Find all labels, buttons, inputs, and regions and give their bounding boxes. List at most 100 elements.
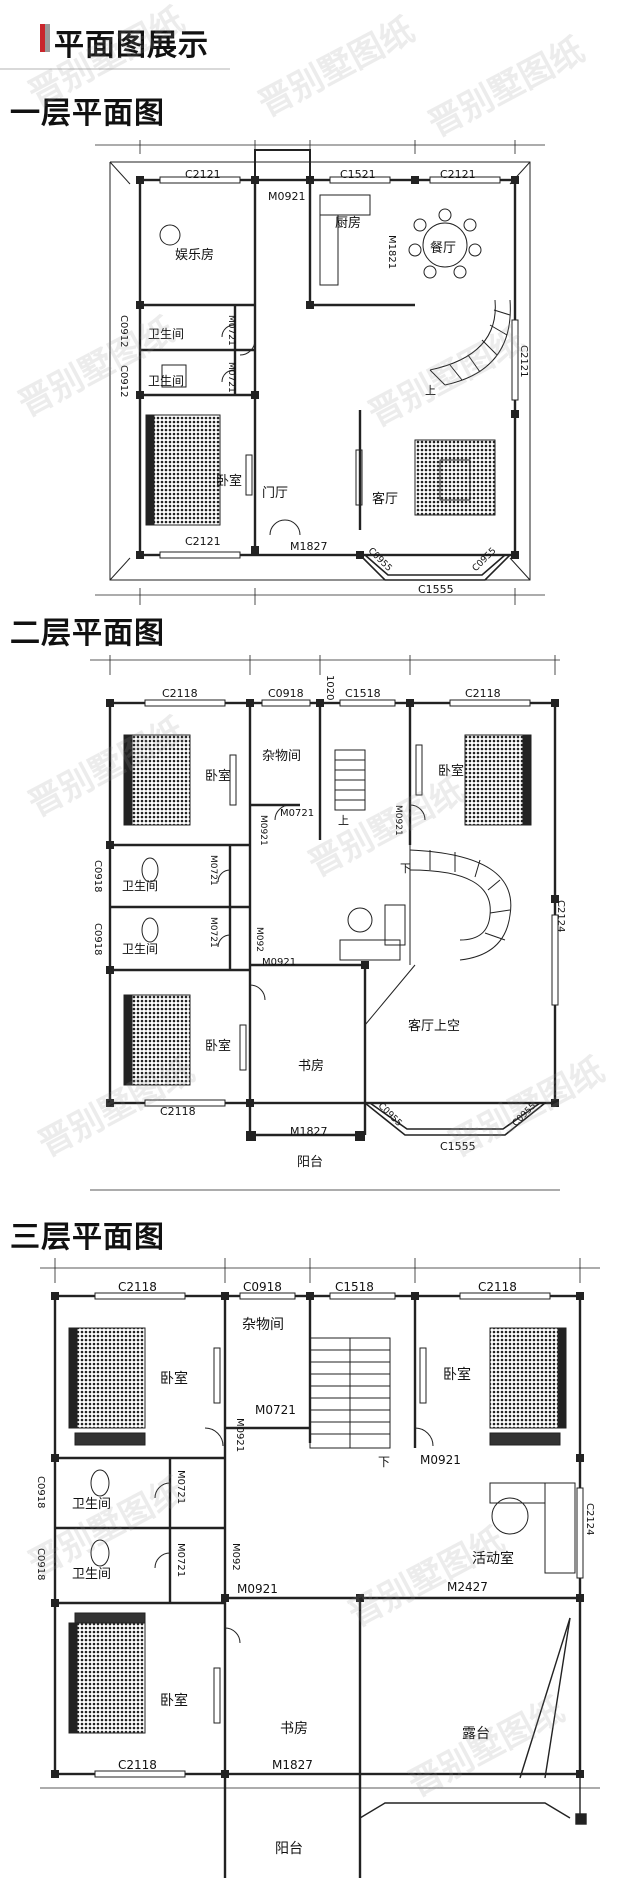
f1-door-foyer: M1827 xyxy=(290,540,328,553)
floor1-columns xyxy=(136,176,519,559)
f2-room-wc1: 卫生间 xyxy=(122,879,159,893)
f3-door-balcony: M1827 xyxy=(272,1758,313,1772)
f3-win-left-wc2: C0918 xyxy=(35,1548,46,1581)
f1-room-foyer: 门厅 xyxy=(262,486,289,501)
header-divider xyxy=(0,68,230,70)
title-accent-bar xyxy=(40,24,45,52)
f3-room-bed-tl: 卧室 xyxy=(160,1371,188,1387)
floor1-entry-bump xyxy=(254,149,311,180)
f2-door-balcony: M1827 xyxy=(290,1125,328,1138)
f2-win-top-mid1: C0918 xyxy=(268,687,304,700)
floor3-title: 三层平面图 xyxy=(10,1220,165,1255)
f2-room-bed-tr: 卧室 xyxy=(438,764,465,779)
f1-room-living: 客厅 xyxy=(372,492,399,507)
floor3-plan xyxy=(40,1258,600,1878)
floor2-labels: C2118 C0918 1020 C1518 C2118 卧室 杂物间 卧室 M… xyxy=(0,655,640,1205)
f1-win-top-mid: C1521 xyxy=(340,168,376,181)
f3-room-activity: 活动室 xyxy=(472,1551,514,1567)
f3-room-terrace: 露台 xyxy=(462,1726,490,1742)
title-accent-bar-grey xyxy=(45,24,50,52)
f3-win-top-left: C2118 xyxy=(118,1280,157,1294)
f3-door-bed-right: M0921 xyxy=(420,1453,461,1467)
f3-room-storage: 杂物间 xyxy=(242,1317,284,1333)
f1-room-wc2: 卫生间 xyxy=(148,374,185,388)
f2-door-wc2: M0721 xyxy=(208,917,218,948)
f2-win-right: C2124 xyxy=(555,900,566,933)
f3-room-wc2: 卫生间 xyxy=(72,1567,112,1582)
f1-win-bottom-left: C2121 xyxy=(185,535,221,548)
f1-win-left-wc1: C0912 xyxy=(118,315,129,348)
f2-door-bed-left: M0921 xyxy=(258,815,268,846)
f3-win-top-mid1: C0918 xyxy=(243,1280,282,1294)
f3-room-balcony: 阳台 xyxy=(275,1841,303,1857)
f1-stair-up: 上 xyxy=(425,384,436,397)
f1-win-top-right: C2121 xyxy=(440,168,476,181)
f2-win-bay: C1555 xyxy=(440,1140,476,1153)
f3-door-study-side: M092 xyxy=(230,1543,241,1571)
f2-door-wc1: M0721 xyxy=(208,855,218,886)
floor2-bay-window xyxy=(364,1102,546,1136)
f2-room-balcony: 阳台 xyxy=(297,1155,324,1170)
f2-door-study: M0921 xyxy=(262,957,297,968)
f2-win-top-small: 1020 xyxy=(324,675,335,701)
f2-room-bed-tl: 卧室 xyxy=(205,769,232,784)
floor1-stair xyxy=(429,299,511,386)
f1-win-top-left: C2121 xyxy=(185,168,221,181)
f1-win-bay-right: C0955 xyxy=(470,546,499,574)
floor2-dim-lines xyxy=(90,655,560,1191)
f3-door-activity: M2427 xyxy=(447,1580,488,1594)
f2-room-bed-bl: 卧室 xyxy=(205,1039,232,1054)
f2-win-left-wc1: C0918 xyxy=(92,860,103,893)
f2-room-study: 书房 xyxy=(298,1059,325,1074)
f3-win-right: C2124 xyxy=(584,1503,595,1536)
page-title: 平面图展示 xyxy=(54,28,209,63)
f1-win-left-wc2: C0912 xyxy=(118,365,129,398)
floor1-doors xyxy=(221,324,301,536)
f2-win-top-left: C2118 xyxy=(162,687,198,700)
f1-room-wc1: 卫生间 xyxy=(148,327,185,341)
f2-win-bottom-left: C2118 xyxy=(160,1105,196,1118)
floor1-walls xyxy=(138,178,517,557)
floor2-stairs xyxy=(334,749,512,965)
floor2-walls xyxy=(108,701,557,1137)
f1-room-bedroom: 卧室 xyxy=(216,474,243,489)
floor3-furniture xyxy=(68,1327,576,1734)
f3-door-wc2: M0721 xyxy=(175,1543,186,1578)
floor3-dim-lines xyxy=(40,1258,600,1789)
floor2-furniture xyxy=(123,734,532,1086)
f3-room-bed-bl: 卧室 xyxy=(160,1693,188,1709)
floor3-terrace xyxy=(359,1617,587,1878)
floor1-labels: C2121 M0921 C1521 C2121 娱乐房 厨房 M1821 餐厅 … xyxy=(0,140,640,610)
f1-win-bay-left: C0955 xyxy=(365,546,394,574)
f1-door-kitchen: M1821 xyxy=(386,235,397,270)
f3-win-bottom-left: C2118 xyxy=(118,1758,157,1772)
floor1-window-marks xyxy=(159,176,519,559)
floor2-window-marks xyxy=(144,699,559,1107)
floor1-furniture xyxy=(145,194,496,526)
f1-door-wc2: M0721 xyxy=(226,362,236,393)
f2-stair-up: 上 xyxy=(338,814,349,827)
f1-room-entertainment: 娱乐房 xyxy=(175,248,215,263)
f3-win-top-mid2: C1518 xyxy=(335,1280,374,1294)
floor1-dim-lines xyxy=(95,140,545,605)
f3-room-wc1: 卫生间 xyxy=(72,1497,112,1512)
f3-door-study: M0921 xyxy=(237,1582,278,1596)
f2-win-bay-right: C0955 xyxy=(510,1101,539,1129)
f2-door-bed-right: M0921 xyxy=(393,805,403,836)
floor2-title: 二层平面图 xyxy=(10,616,165,651)
f2-stair-down: 下 xyxy=(400,862,411,875)
floor1-bay-window xyxy=(359,554,511,581)
f2-win-left-wc2: C0918 xyxy=(92,923,103,956)
f2-door-study-side: M092 xyxy=(254,927,264,952)
floor3-columns xyxy=(51,1292,584,1778)
f1-win-bay: C1555 xyxy=(418,583,454,596)
f2-win-top-right: C2118 xyxy=(465,687,501,700)
f3-door-wc1: M0721 xyxy=(175,1470,186,1505)
f3-room-study: 书房 xyxy=(280,1721,308,1737)
f3-door-bed-left: M0921 xyxy=(234,1418,245,1453)
f1-door-wc1: M0721 xyxy=(226,315,236,346)
f2-room-void: 客厅上空 xyxy=(408,1019,461,1034)
f1-room-kitchen: 厨房 xyxy=(335,216,362,231)
f2-room-wc2: 卫生间 xyxy=(122,942,159,956)
f2-win-top-mid2: C1518 xyxy=(345,687,381,700)
